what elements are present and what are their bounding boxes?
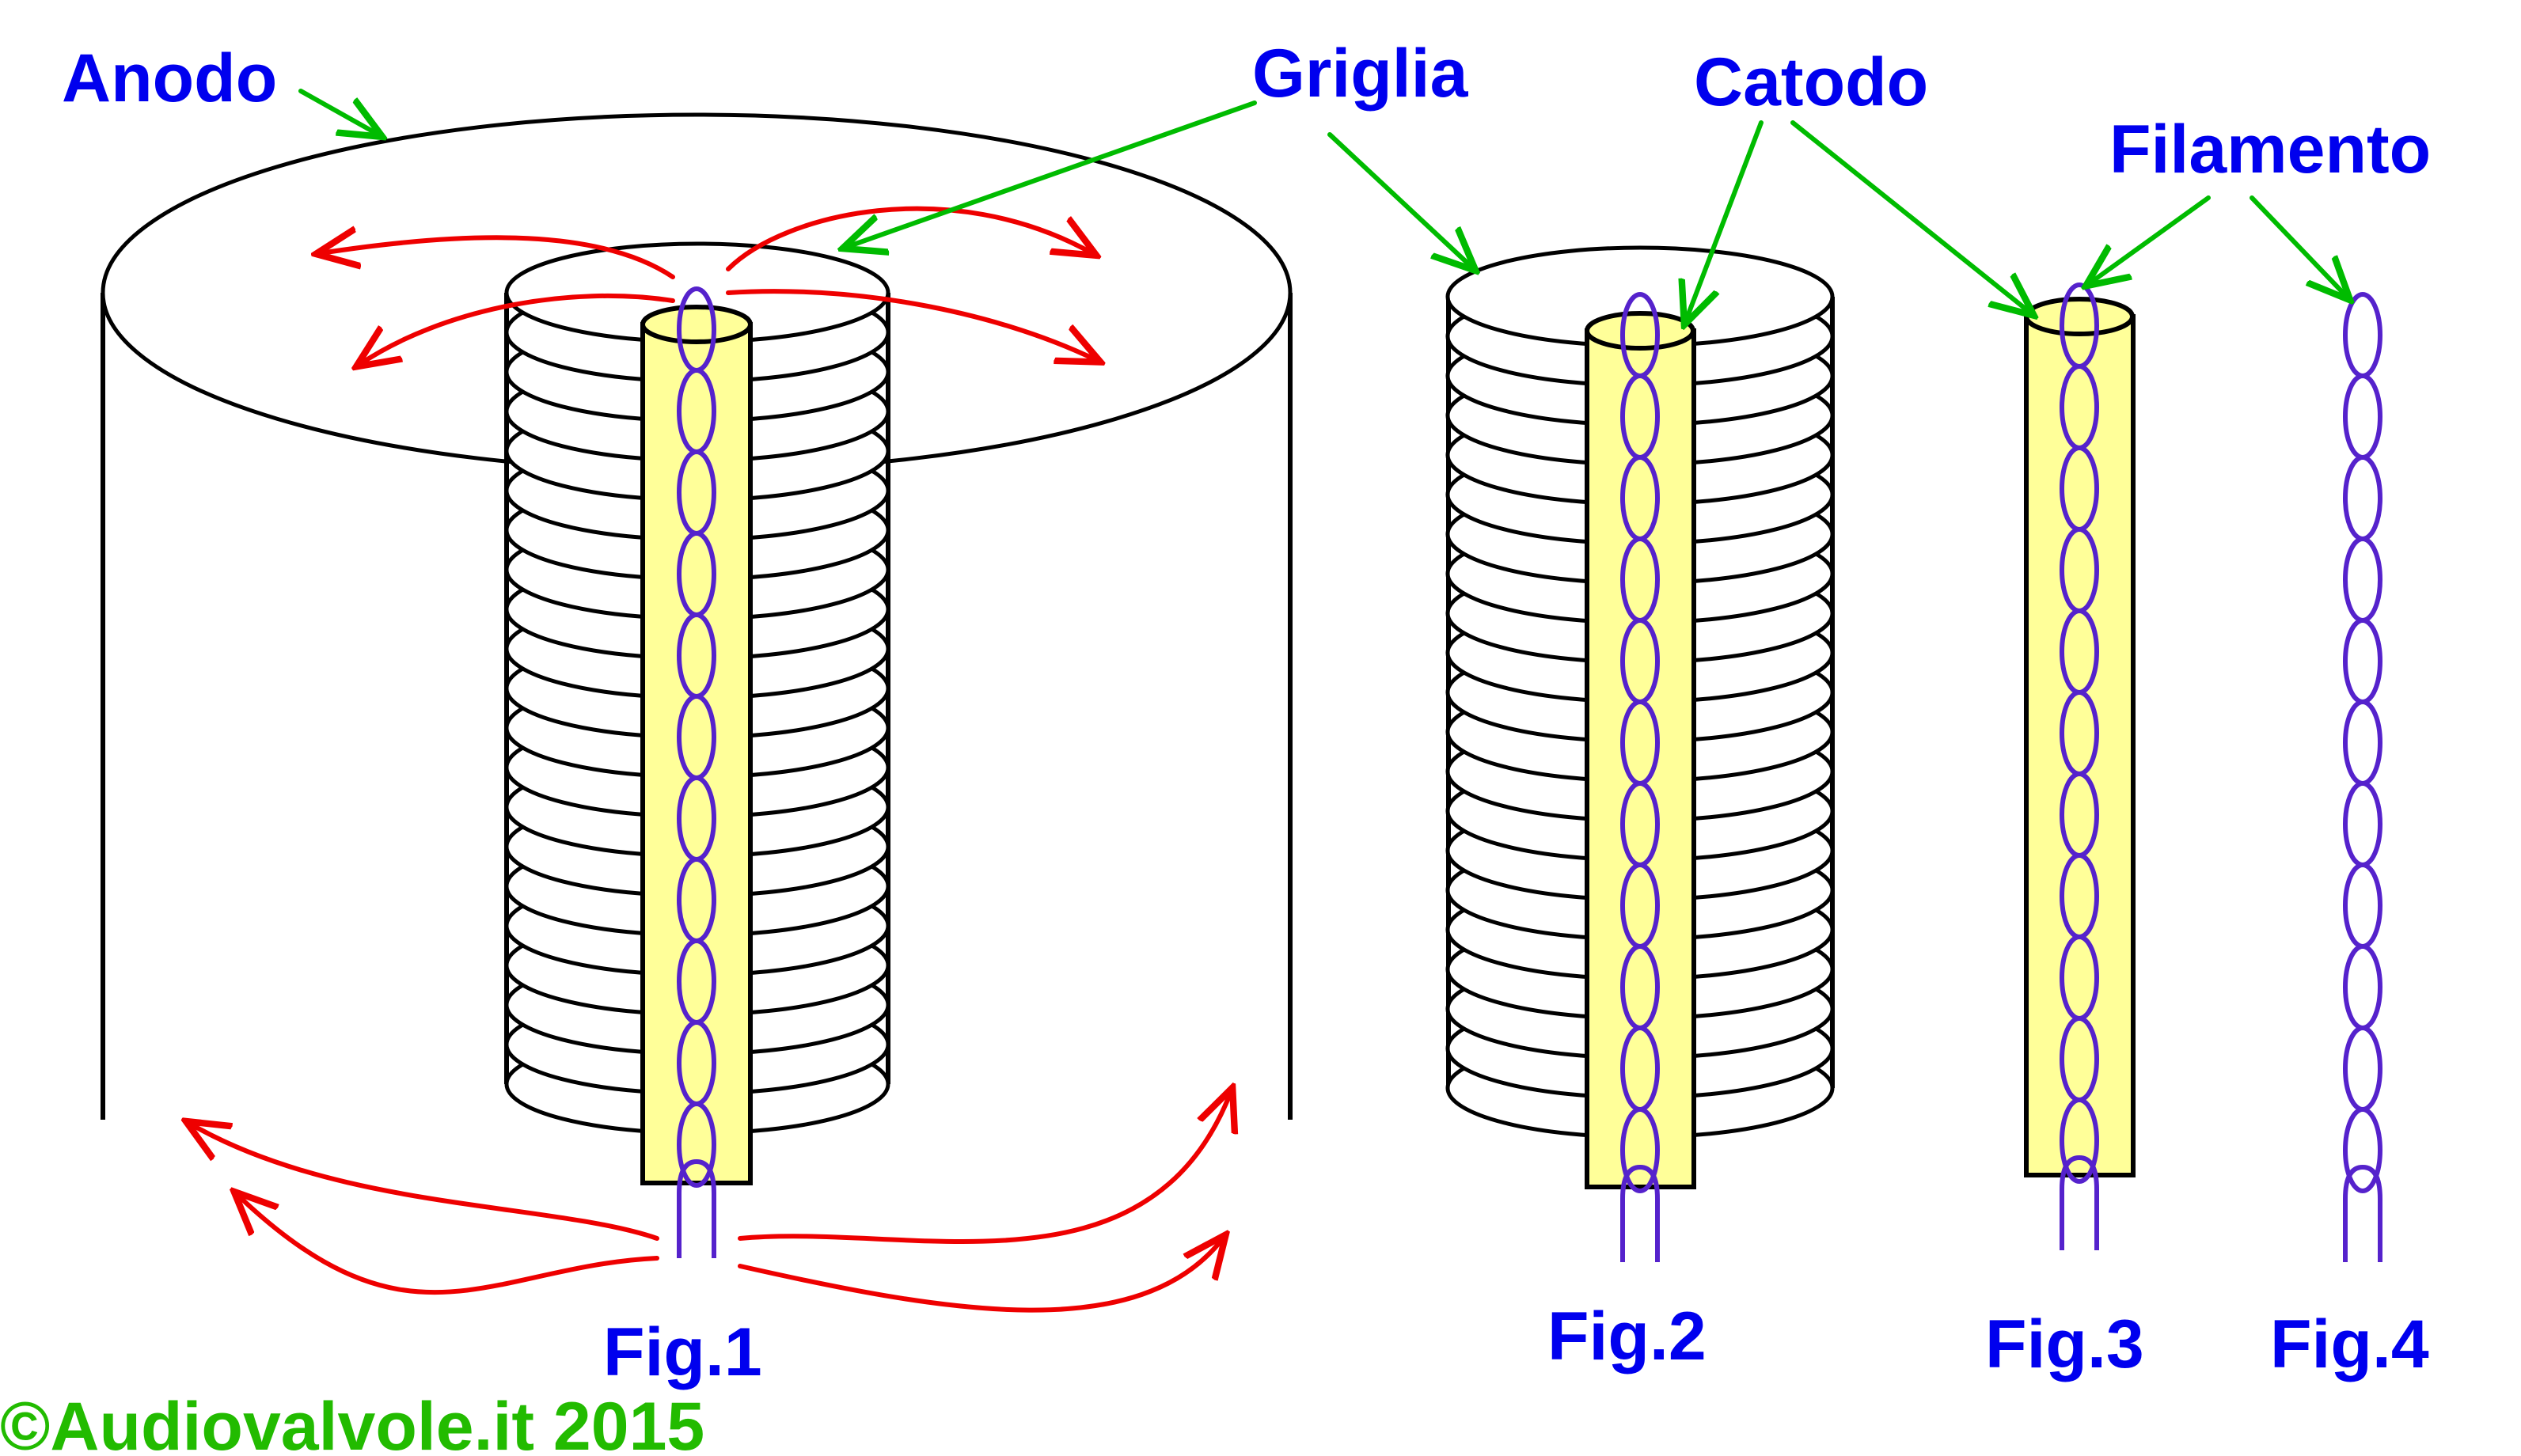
filament-loop <box>2343 618 2382 704</box>
filament-loop <box>2060 1098 2099 1184</box>
filament-loop <box>2343 373 2382 460</box>
filament-loop <box>2343 700 2382 786</box>
cathode-tube <box>640 305 753 1185</box>
filament-loop <box>2343 292 2382 378</box>
cathode-tube <box>1585 311 1696 1189</box>
cathode-label: Catodo <box>1694 44 1928 120</box>
grid-cylinder <box>504 241 890 1136</box>
filament-coil <box>1620 292 1660 1262</box>
figure-1-assembly <box>101 112 1293 1313</box>
filament-loop <box>2343 1107 2382 1193</box>
filament-leads <box>2343 1164 2382 1262</box>
filament-loop <box>677 1101 716 1188</box>
filament-loop <box>1620 1107 1660 1193</box>
electron-flow-arrows <box>190 206 1231 1313</box>
filament-loop <box>2343 944 2382 1030</box>
filament-leads <box>1620 1164 1660 1262</box>
pointer-arrows <box>298 89 2347 320</box>
filament-leads <box>677 1158 716 1258</box>
filament-coil <box>2060 282 2099 1250</box>
fig-4-caption: Fig.4 <box>2270 1306 2429 1382</box>
filament-loop <box>2343 1026 2382 1112</box>
figure-4-filament <box>2343 292 2382 1262</box>
cathode-tube <box>2024 297 2136 1177</box>
filament-loop <box>2343 455 2382 541</box>
filament-coil <box>2343 292 2382 1262</box>
filament-loop <box>2343 781 2382 867</box>
filament-loop <box>2343 537 2382 623</box>
fig-2-caption: Fig.2 <box>1547 1299 1707 1374</box>
filament-loop <box>2343 863 2382 949</box>
fig-3-caption: Fig.3 <box>1985 1306 2144 1382</box>
filament-label: Filamento <box>2109 112 2431 188</box>
filament-leads <box>2060 1155 2099 1250</box>
copyright-credit: ©Audiovalvole.it 2015 <box>0 1389 704 1456</box>
fig-1-caption: Fig.1 <box>603 1314 762 1390</box>
figure-2-grid-cathode <box>1445 245 1835 1262</box>
figure-3-cathode <box>2024 282 2136 1250</box>
filament-coil <box>677 286 716 1258</box>
grid-label: Griglia <box>1252 36 1469 112</box>
anode-label: Anodo <box>62 40 277 116</box>
